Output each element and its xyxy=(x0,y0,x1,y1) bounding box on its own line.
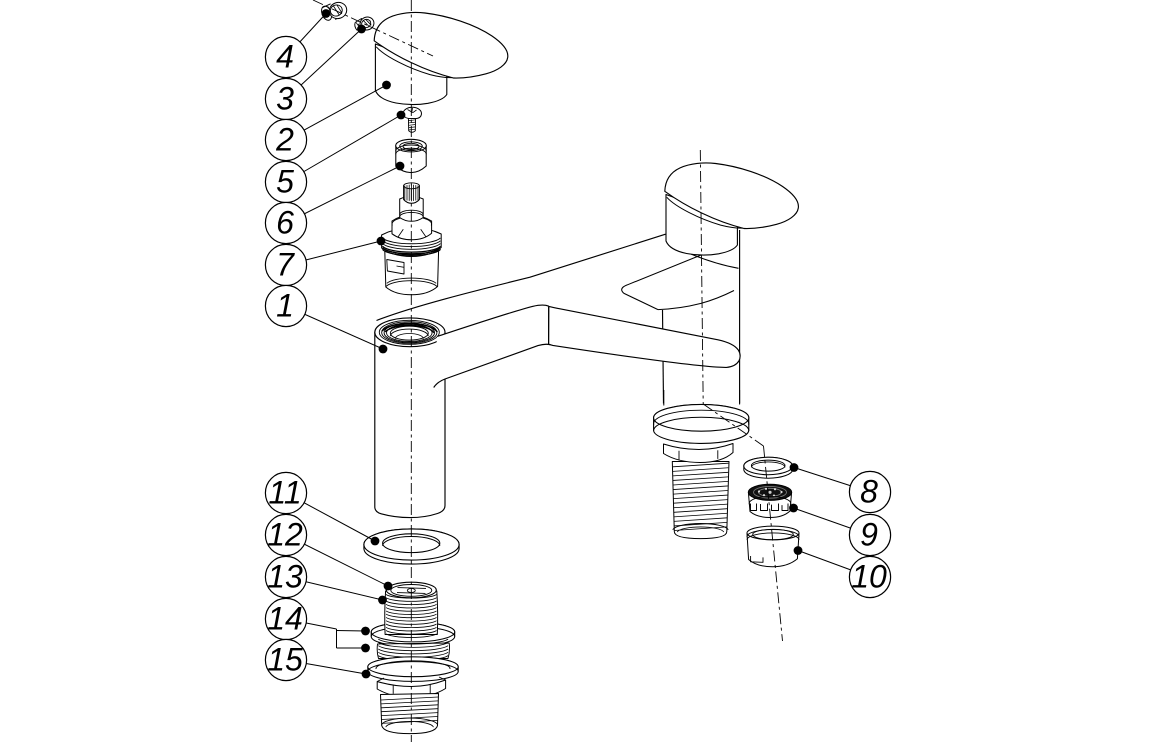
svg-text:5: 5 xyxy=(276,164,294,200)
svg-text:8: 8 xyxy=(860,474,878,510)
svg-text:4: 4 xyxy=(276,39,294,75)
svg-text:7: 7 xyxy=(276,247,295,283)
svg-text:11: 11 xyxy=(268,475,301,511)
svg-text:3: 3 xyxy=(276,81,294,117)
svg-text:15: 15 xyxy=(267,642,303,678)
svg-text:9: 9 xyxy=(860,517,878,553)
svg-text:10: 10 xyxy=(851,559,887,595)
svg-text:12: 12 xyxy=(267,517,303,553)
svg-text:2: 2 xyxy=(275,122,294,158)
svg-text:1: 1 xyxy=(276,288,294,324)
svg-text:6: 6 xyxy=(276,205,294,241)
svg-text:13: 13 xyxy=(267,559,303,595)
svg-text:14: 14 xyxy=(267,601,303,637)
